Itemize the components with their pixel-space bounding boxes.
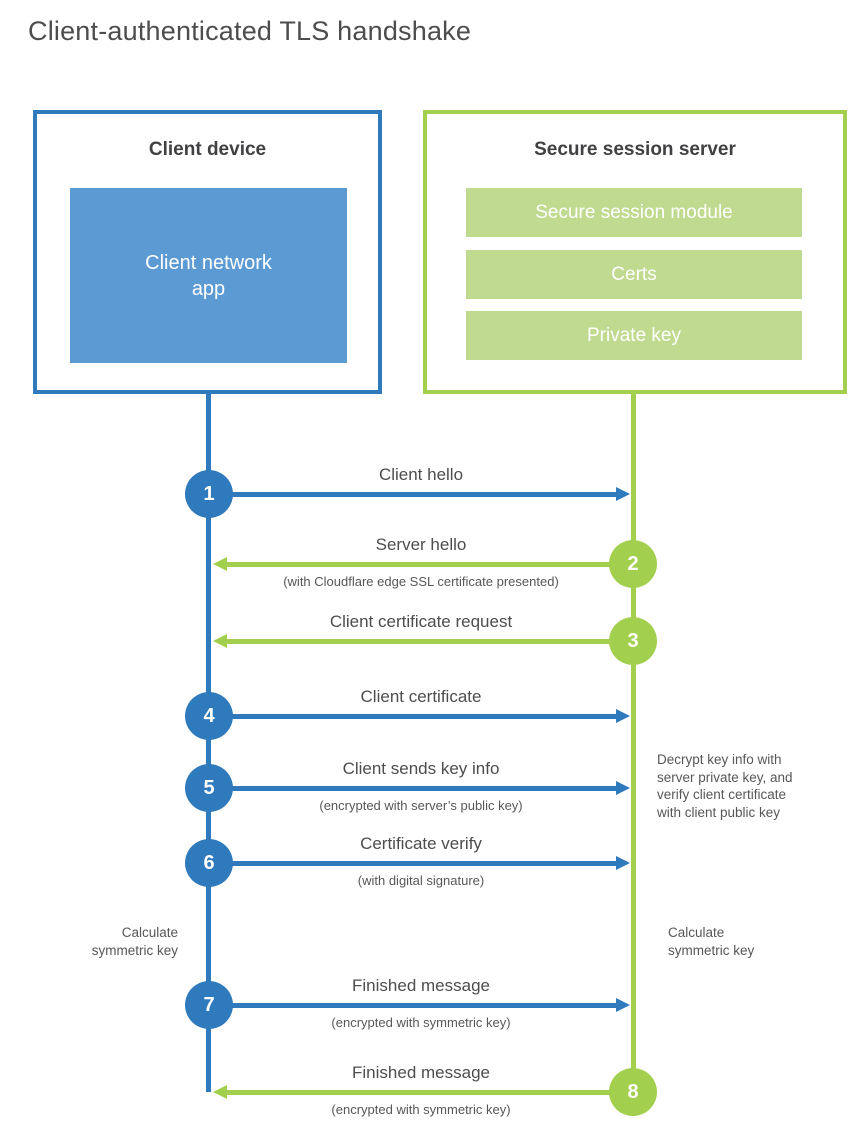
step-5-arrow: [230, 781, 630, 795]
step-2-sublabel: (with Cloudflare edge SSL certificate pr…: [283, 574, 559, 589]
calculate-symmetric-key-note-server: Calculate symmetric key: [668, 925, 755, 958]
step-7-sublabel: (encrypted with symmetric key): [331, 1015, 511, 1030]
page-title: Client-authenticated TLS handshake: [28, 16, 472, 46]
step-1-arrow: [230, 487, 630, 501]
step-5-badge: 5: [185, 764, 233, 812]
step-6-arrow: [230, 856, 630, 870]
server-module-certs: Certs: [466, 250, 802, 299]
step-6-badge: 6: [185, 839, 233, 887]
step-2-arrow: [213, 557, 610, 571]
server-lifeline: [631, 392, 636, 1069]
step-2-badge: 2: [609, 540, 657, 588]
step-6-label: Certificate verify: [360, 834, 482, 853]
step-1-label: Client hello: [378, 465, 464, 484]
step-2-label: Server hello: [375, 535, 467, 554]
server-module-secure-session: Secure session module: [466, 188, 802, 237]
calculate-symmetric-key-note-client: Calculate symmetric key: [91, 925, 178, 958]
step-4-arrow: [230, 709, 630, 723]
step-7-badge: 7: [185, 981, 233, 1029]
step-5-label: Client sends key info: [342, 759, 500, 778]
step-3-badge: 3: [609, 617, 657, 665]
step-1-badge: 1: [185, 470, 233, 518]
client-device-title: Client device: [148, 139, 267, 160]
step-8-badge: 8: [609, 1068, 657, 1116]
server-module-private-key: Private key: [466, 311, 802, 360]
step-3-arrow: [213, 634, 610, 648]
step-7-label: Finished message: [352, 976, 490, 995]
step-6-sublabel: (with digital signature): [357, 873, 485, 888]
step-8-label: Finished message: [352, 1063, 490, 1082]
client-network-app-box: Client network app: [70, 188, 347, 363]
step-4-label: Client certificate: [360, 687, 482, 706]
decrypt-note: Decrypt key info with server private key…: [657, 752, 793, 820]
step-7-arrow: [230, 998, 630, 1012]
server-title: Secure session server: [534, 139, 736, 160]
step-8-sublabel: (encrypted with symmetric key): [331, 1102, 511, 1117]
step-5-sublabel: (encrypted with server’s public key): [319, 798, 523, 813]
step-8-arrow: [213, 1085, 610, 1099]
step-3-label: Client certificate request: [329, 612, 513, 631]
client-lifeline: [206, 392, 211, 1092]
step-4-badge: 4: [185, 692, 233, 740]
